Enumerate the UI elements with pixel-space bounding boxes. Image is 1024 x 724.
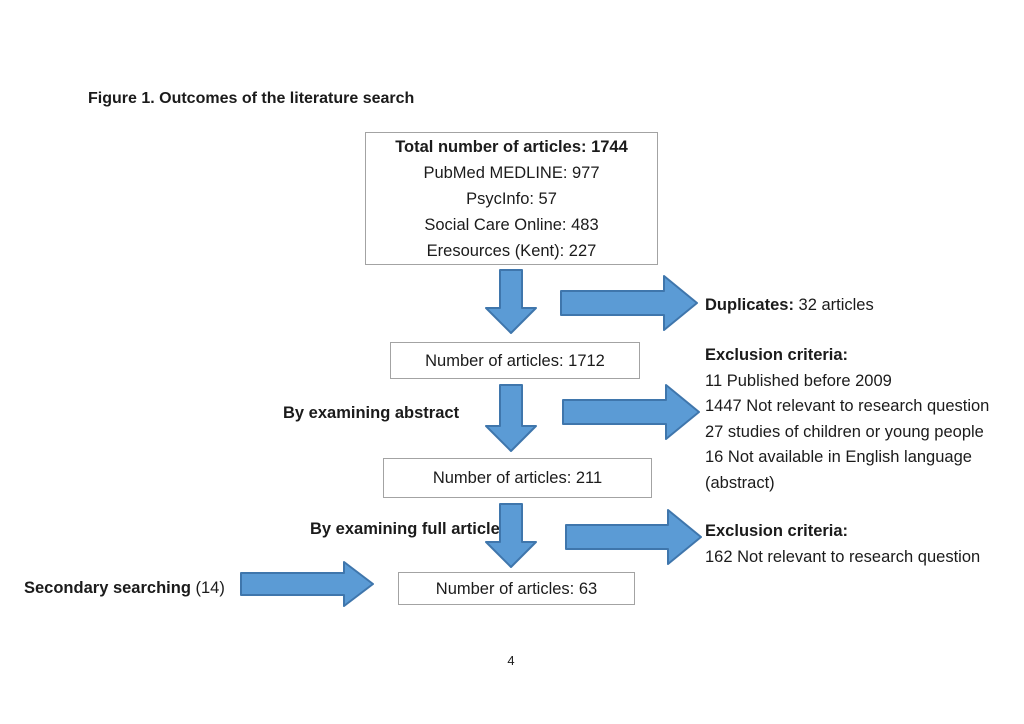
social-care-line: Social Care Online: 483 — [424, 215, 599, 234]
pubmed-line: PubMed MEDLINE: 977 — [423, 163, 600, 182]
right-arrow-icon — [560, 275, 698, 331]
eresources-line: Eresources (Kent): 227 — [426, 241, 597, 260]
articles-63-box: Number of articles: 63 — [398, 572, 635, 605]
exclusion-line: 16 Not available in English language — [705, 448, 972, 466]
exclusion-line: 162 Not relevant to research question — [705, 547, 981, 566]
by-abstract-label: By examining abstract — [283, 404, 460, 422]
articles-211-box: Number of articles: 211 — [383, 458, 652, 498]
duplicates-note: Duplicates: 32 articles — [705, 293, 874, 319]
duplicates-label: Duplicates: — [705, 296, 794, 314]
exclusion-abstract-title: Exclusion criteria: — [705, 346, 849, 364]
exclusion-line: (abstract) — [705, 473, 775, 492]
total-articles-box: Total number of articles: 1744 PubMed ME… — [365, 132, 658, 265]
exclusion-line: 1447 Not relevant to research question — [705, 397, 990, 415]
duplicates-value: 32 articles — [793, 296, 874, 314]
articles-211-label: Number of articles: 211 — [432, 469, 603, 487]
secondary-searching-bold: Secondary searching — [24, 579, 191, 597]
down-arrow-icon — [485, 269, 537, 334]
down-arrow-icon — [485, 503, 537, 568]
exclusion-full-note: Exclusion criteria: 162 Not relevant to … — [705, 519, 980, 570]
articles-1712-box: Number of articles: 1712 — [390, 342, 640, 379]
right-arrow-icon — [565, 509, 702, 565]
total-articles-line: Total number of articles: 1744 — [395, 137, 628, 156]
down-arrow-icon — [485, 384, 537, 452]
secondary-searching-label: Secondary searching (14) — [24, 576, 225, 602]
right-arrow-icon — [562, 384, 700, 440]
articles-63-label: Number of articles: 63 — [435, 579, 598, 598]
exclusion-line: 27 studies of children or young people — [705, 422, 984, 441]
by-full-article-label: By examining full article — [310, 520, 500, 538]
exclusion-full-title: Exclusion criteria: — [705, 522, 849, 540]
right-arrow-icon — [240, 561, 374, 607]
figure-title: Figure 1. Outcomes of the literature sea… — [88, 90, 415, 107]
articles-1712-label: Number of articles: 1712 — [425, 351, 605, 370]
page-number: 4 — [507, 653, 515, 668]
secondary-searching-count: (14) — [190, 579, 225, 597]
psycinfo-line: PsycInfo: 57 — [466, 189, 557, 208]
exclusion-line: 11 Published before 2009 — [705, 371, 892, 390]
exclusion-abstract-note: Exclusion criteria: 11 Published before … — [705, 343, 989, 496]
